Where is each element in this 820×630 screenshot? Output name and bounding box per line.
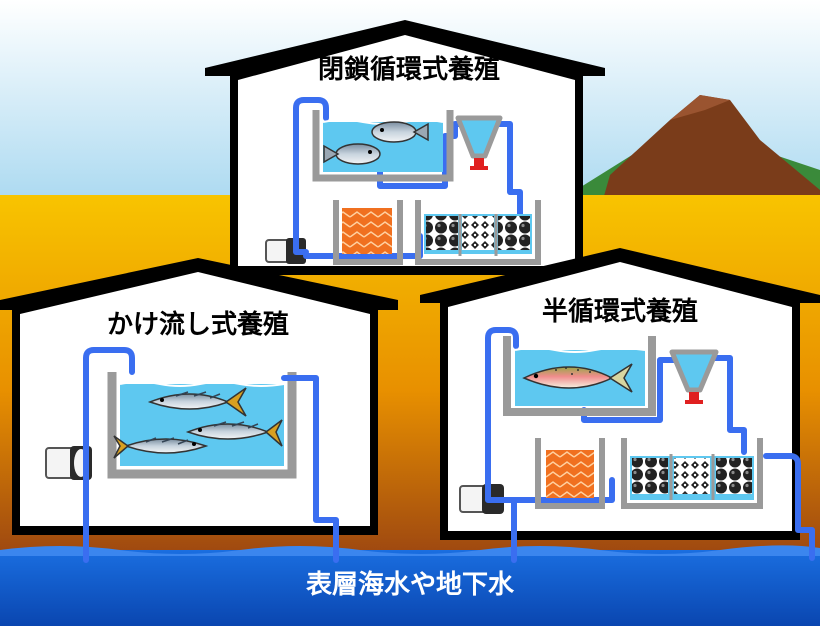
water-source-caption: 表層海水や地下水 [306,570,515,600]
biofilter-tank [415,200,541,265]
house-title: 閉鎖循環式養殖 [318,54,500,85]
fish-icon [522,363,633,393]
sea [0,550,820,626]
fish-icon [185,419,283,447]
sediment-cone [455,115,503,170]
fish-icon [323,143,381,165]
pipe [83,347,135,563]
volcano [600,95,820,210]
house-title: 半循環式養殖 [542,296,698,327]
fish-icon [113,435,209,459]
pipe [281,375,339,563]
fish-icon [371,121,429,143]
pipe [293,97,329,255]
house-title: かけ流し式養殖 [107,309,289,340]
fish-icon [147,387,247,417]
filter-tank [333,200,403,265]
pipe [763,453,815,561]
biofilter-tank [621,438,763,509]
pipe [485,327,519,503]
pipe [709,355,747,455]
house-closed-recirculation: 閉鎖循環式養殖 [205,20,605,275]
pipe [581,357,679,423]
filter-tank [535,438,605,509]
pipe [493,121,523,217]
house-semi-recirculation: 半循環式養殖 [420,248,820,563]
house-flow-through: かけ流し式養殖 [0,258,398,563]
pipe [377,121,465,189]
fish-tank [107,372,297,479]
sediment-cone [669,349,719,404]
